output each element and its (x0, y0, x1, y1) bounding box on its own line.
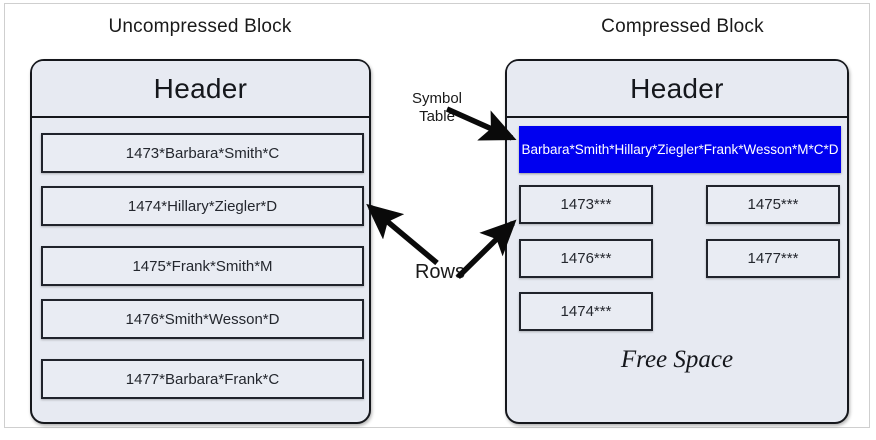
compressed-block: Header Barbara*Smith*Hillary*Ziegler*Fra… (505, 59, 849, 424)
compressed-row: 1476*** (519, 239, 653, 278)
compressed-header-label: Header (630, 72, 724, 104)
compressed-block-title: Compressed Block (601, 16, 764, 37)
compressed-row: 1474*** (519, 292, 653, 331)
uncompressed-row: 1474*Hillary*Ziegler*D (41, 186, 364, 226)
compressed-row: 1477*** (706, 239, 840, 278)
uncompressed-row: 1476*Smith*Wesson*D (41, 299, 364, 339)
uncompressed-block-header: Header (32, 61, 369, 118)
uncompressed-block: Header 1473*Barbara*Smith*C 1474*Hillary… (30, 59, 371, 424)
uncompressed-row: 1473*Barbara*Smith*C (41, 133, 364, 173)
compressed-block-header: Header (507, 61, 847, 118)
compressed-row: 1473*** (519, 185, 653, 224)
uncompressed-row: 1475*Frank*Smith*M (41, 246, 364, 286)
compressed-row: 1475*** (706, 185, 840, 224)
uncompressed-row: 1477*Barbara*Frank*C (41, 359, 364, 399)
uncompressed-header-label: Header (153, 72, 248, 104)
symbol-table-entry: Barbara*Smith*Hillary*Ziegler*Frank*Wess… (519, 126, 841, 173)
compressed-block-body: Barbara*Smith*Hillary*Ziegler*Frank*Wess… (507, 118, 847, 422)
symbol-table-annotation-label: Symbol Table (411, 90, 463, 125)
uncompressed-block-body: 1473*Barbara*Smith*C 1474*Hillary*Ziegle… (32, 118, 369, 422)
rows-annotation-label: Rows (414, 261, 465, 283)
uncompressed-block-title: Uncompressed Block (108, 16, 292, 37)
free-space-label: Free Space (620, 346, 734, 373)
